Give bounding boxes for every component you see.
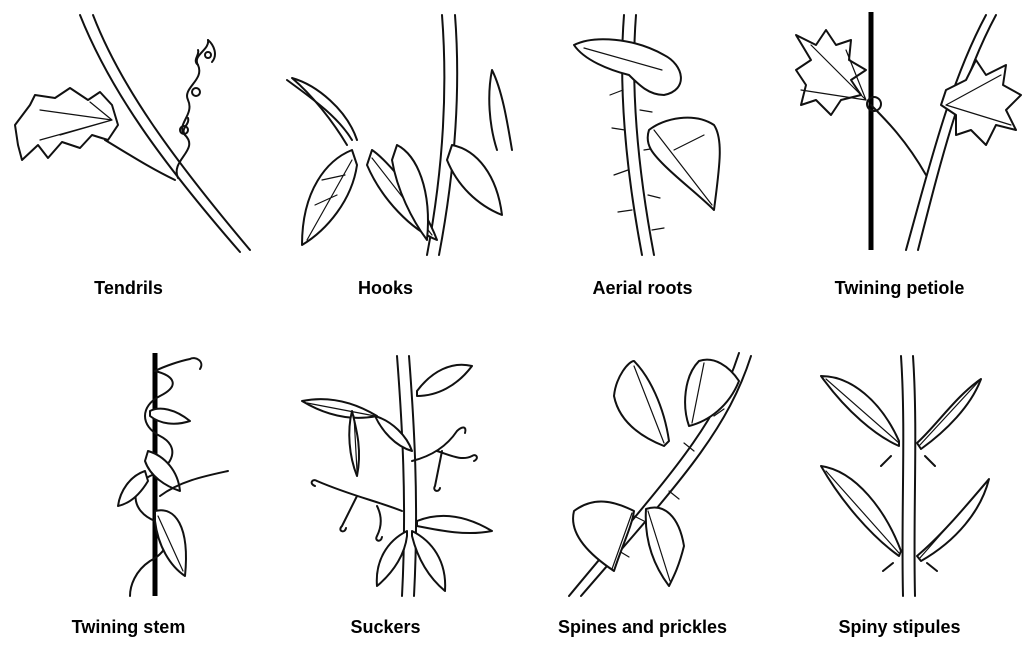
caption-suckers: Suckers	[257, 617, 514, 638]
caption-spiny-stipules: Spiny stipules	[771, 617, 1028, 638]
caption-hooks: Hooks	[257, 278, 514, 299]
panel-twining-stem: Twining stem	[0, 331, 257, 662]
panel-aerial-roots: Aerial roots	[514, 0, 771, 331]
caption-twining-stem: Twining stem	[0, 617, 257, 638]
caption-twining-petiole: Twining petiole	[771, 278, 1028, 299]
caption-aerial-roots: Aerial roots	[514, 278, 771, 299]
spiny-stipule-illustration	[771, 331, 1028, 601]
panel-twining-petiole: Twining petiole	[771, 0, 1028, 331]
panel-spiny-stipules: Spiny stipules	[771, 331, 1028, 662]
panel-hooks: Hooks	[257, 0, 514, 331]
twining-stem-illustration	[0, 331, 257, 601]
panel-tendrils: Tendrils	[0, 0, 257, 331]
twining-petiole-illustration	[771, 0, 1028, 270]
panel-suckers: Suckers	[257, 331, 514, 662]
caption-tendrils: Tendrils	[0, 278, 257, 299]
aerial-root-vine-illustration	[514, 0, 771, 270]
sucker-vine-illustration	[257, 331, 514, 601]
caption-spines-and-prickles: Spines and prickles	[514, 617, 771, 638]
hook-vine-illustration	[257, 0, 514, 270]
panel-spines-and-prickles: Spines and prickles	[514, 331, 771, 662]
tendril-vine-illustration	[0, 0, 257, 270]
spine-prickle-vine-illustration	[514, 331, 771, 601]
